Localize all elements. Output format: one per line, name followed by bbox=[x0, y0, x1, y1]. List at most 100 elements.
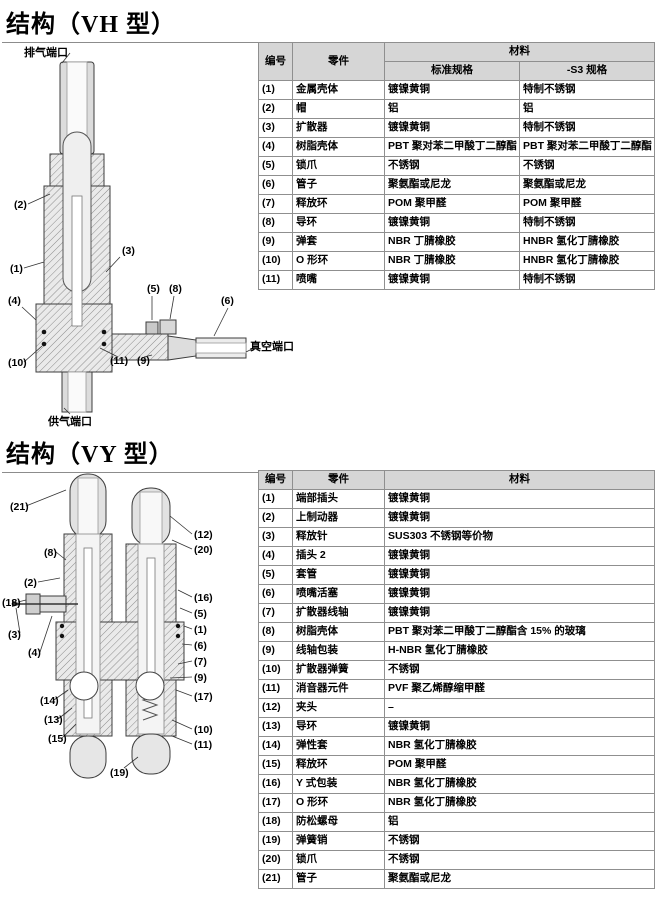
s3-spec-cell: 特制不锈钢 bbox=[519, 118, 655, 138]
part-name-cell: 锁爪 bbox=[292, 156, 385, 176]
vy-structure-drawing: (21) (8) (2) (18) (3) (4) (14) (13) (15)… bbox=[2, 473, 213, 779]
part-name-cell: Y 式包装 bbox=[292, 774, 385, 794]
table-row: (18)防松螺母铝 bbox=[258, 812, 655, 832]
col-header-material: 材料 bbox=[384, 42, 655, 62]
row-number-cell: (10) bbox=[258, 251, 293, 271]
part-label: (6) bbox=[194, 640, 207, 652]
table-row: (11)喷嘴镀镍黄铜特制不锈钢 bbox=[258, 270, 655, 290]
part-name-cell: 树脂壳体 bbox=[292, 137, 385, 157]
s3-spec-cell: HNBR 氢化丁腈橡胶 bbox=[519, 232, 655, 252]
part-name-cell: 树脂壳体 bbox=[292, 622, 385, 642]
row-number-cell: (5) bbox=[258, 156, 293, 176]
vh-body-parts bbox=[35, 61, 247, 413]
material-cell: 镀镍黄铜 bbox=[384, 717, 655, 737]
row-number-cell: (9) bbox=[258, 641, 293, 661]
material-cell: NBR 氢化丁腈橡胶 bbox=[384, 793, 655, 813]
part-name-cell: 释放针 bbox=[292, 527, 385, 547]
standard-spec-cell: 铝 bbox=[384, 99, 520, 119]
standard-spec-cell: 聚氨酯或尼龙 bbox=[384, 175, 520, 195]
table-row: (5)锁爪不锈钢不锈钢 bbox=[258, 156, 655, 176]
part-label: (4) bbox=[8, 295, 21, 307]
material-cell: 不锈钢 bbox=[384, 850, 655, 870]
part-label: (17) bbox=[194, 691, 213, 703]
part-name-cell: 金属壳体 bbox=[292, 80, 385, 100]
part-label: (12) bbox=[194, 529, 213, 541]
part-name-cell: 扩散器线轴 bbox=[292, 603, 385, 623]
vy-labels: (21) (8) (2) (18) (3) (4) (14) (13) (15)… bbox=[2, 501, 213, 779]
table-row: (8)导环镀镍黄铜特制不锈钢 bbox=[258, 213, 655, 233]
part-label: (3) bbox=[8, 629, 21, 641]
material-cell: SUS303 不锈钢等价物 bbox=[384, 527, 655, 547]
material-cell: NBR 氢化丁腈橡胶 bbox=[384, 774, 655, 794]
row-number-cell: (3) bbox=[258, 118, 293, 138]
part-name-cell: 线轴包装 bbox=[292, 641, 385, 661]
table-row: (3)扩散器镀镍黄铜特制不锈钢 bbox=[258, 118, 655, 138]
s3-spec-cell: 聚氨酯或尼龙 bbox=[519, 175, 655, 195]
part-label: (19) bbox=[110, 767, 129, 779]
vh-parts-table: 编号 零件 材料 标准规格 -S3 规格 (1)金属壳体镀镍黄铜特制不锈钢(2)… bbox=[258, 42, 655, 290]
part-label: (20) bbox=[194, 544, 213, 556]
part-label: (9) bbox=[194, 672, 207, 684]
table-row: (1)金属壳体镀镍黄铜特制不锈钢 bbox=[258, 80, 655, 100]
part-name-cell: 帽 bbox=[292, 99, 385, 119]
standard-spec-cell: 镀镍黄铜 bbox=[384, 118, 520, 138]
part-label: (1) bbox=[10, 263, 23, 275]
row-number-cell: (9) bbox=[258, 232, 293, 252]
material-cell: 镀镍黄铜 bbox=[384, 508, 655, 528]
exhaust-port-label: 排气端口 bbox=[24, 45, 68, 59]
standard-spec-cell: NBR 丁腈橡胶 bbox=[384, 232, 520, 252]
row-number-cell: (16) bbox=[258, 774, 293, 794]
material-cell: PVF 聚乙烯醇缩甲醛 bbox=[384, 679, 655, 699]
s3-spec-cell: 不锈钢 bbox=[519, 156, 655, 176]
row-number-cell: (3) bbox=[258, 527, 293, 547]
material-cell: 镀镍黄铜 bbox=[384, 565, 655, 585]
col-header-material: 材料 bbox=[384, 470, 655, 490]
material-cell: NBR 氢化丁腈橡胶 bbox=[384, 736, 655, 756]
part-label: (4) bbox=[28, 647, 41, 659]
section-vh: 结构（VH 型） bbox=[0, 0, 655, 430]
vh-table-header: 编号 零件 材料 标准规格 -S3 规格 bbox=[258, 42, 655, 81]
row-number-cell: (12) bbox=[258, 698, 293, 718]
vh-labels: 排气端口 (2) (1) (3) (4) (5) (8) (6) (10) (1… bbox=[8, 45, 294, 428]
supply-port-label: 供气端口 bbox=[47, 414, 92, 428]
part-label: (1) bbox=[194, 624, 207, 636]
row-number-cell: (15) bbox=[258, 755, 293, 775]
part-label: (14) bbox=[40, 695, 59, 707]
material-cell: PBT 聚对苯二甲酸丁二醇酯含 15% 的玻璃 bbox=[384, 622, 655, 642]
row-number-cell: (21) bbox=[258, 869, 293, 889]
part-name-cell: 弹性套 bbox=[292, 736, 385, 756]
vy-table-header: 编号 零件 材料 bbox=[258, 470, 655, 490]
vacuum-port-label: 真空端口 bbox=[250, 339, 294, 353]
part-label: (18) bbox=[2, 597, 21, 609]
row-number-cell: (6) bbox=[258, 584, 293, 604]
s3-spec-cell: 铝 bbox=[519, 99, 655, 119]
part-name-cell: 释放环 bbox=[292, 755, 385, 775]
table-row: (2)帽铝铝 bbox=[258, 99, 655, 119]
row-number-cell: (2) bbox=[258, 508, 293, 528]
part-label: (10) bbox=[8, 357, 27, 369]
material-cell: 镀镍黄铜 bbox=[384, 603, 655, 623]
table-row: (21)管子聚氨酯或尼龙 bbox=[258, 869, 655, 889]
col-header-part: 零件 bbox=[292, 42, 385, 81]
part-name-cell: 喷嘴活塞 bbox=[292, 584, 385, 604]
table-row: (20)锁爪不锈钢 bbox=[258, 850, 655, 870]
part-label: (10) bbox=[194, 724, 213, 736]
row-number-cell: (4) bbox=[258, 546, 293, 566]
col-header-part: 零件 bbox=[292, 470, 385, 490]
table-row: (6)喷嘴活塞镀镍黄铜 bbox=[258, 584, 655, 604]
row-number-cell: (7) bbox=[258, 603, 293, 623]
part-name-cell: O 形环 bbox=[292, 251, 385, 271]
table-row: (7)扩散器线轴镀镍黄铜 bbox=[258, 603, 655, 623]
part-name-cell: 导环 bbox=[292, 717, 385, 737]
part-label: (16) bbox=[194, 592, 213, 604]
part-name-cell: O 形环 bbox=[292, 793, 385, 813]
standard-spec-cell: 不锈钢 bbox=[384, 156, 520, 176]
row-number-cell: (6) bbox=[258, 175, 293, 195]
